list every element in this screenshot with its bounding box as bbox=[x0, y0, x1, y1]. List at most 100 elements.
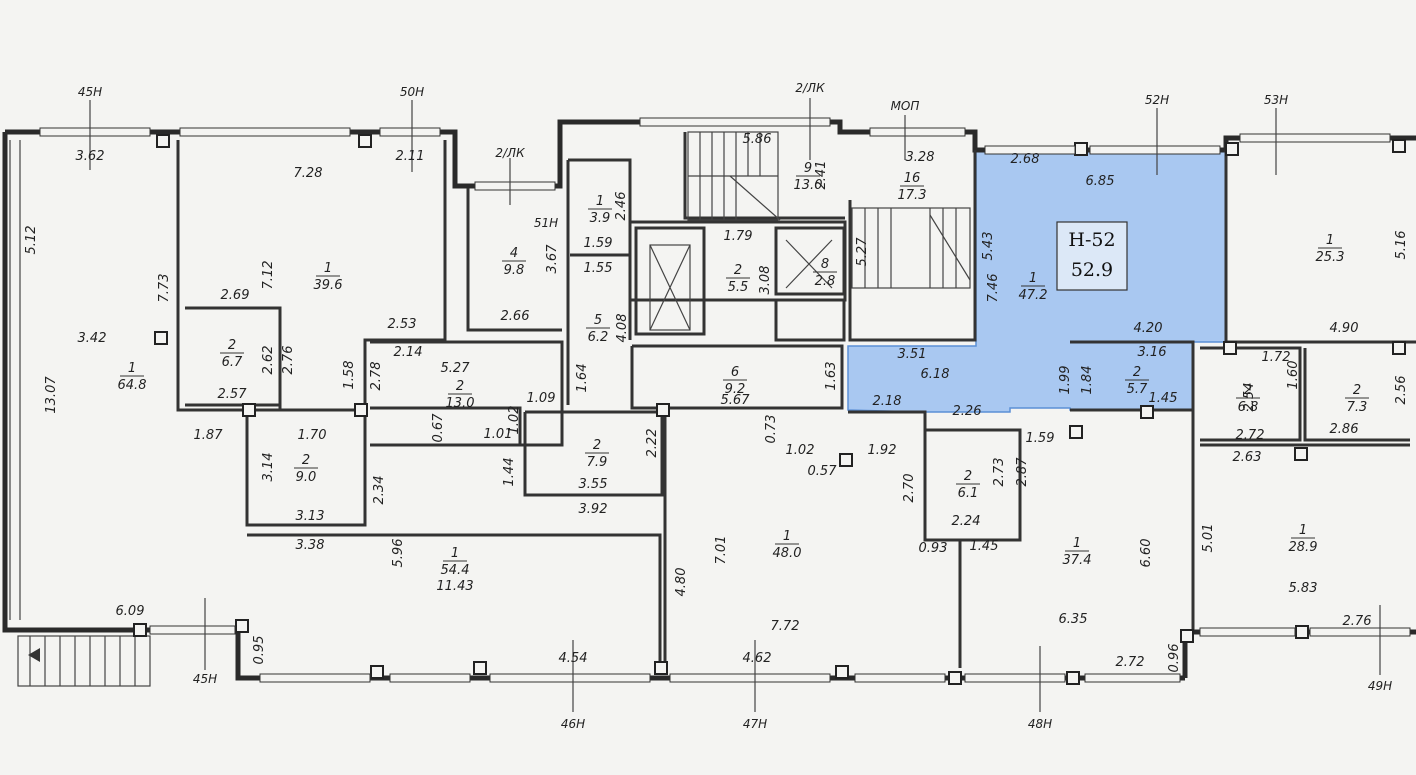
dimension-label: 1.45 bbox=[1149, 391, 1178, 406]
room-number: 1 bbox=[1073, 536, 1081, 551]
dimension-label: 5.83 bbox=[1289, 581, 1318, 596]
dimension-label: 3.28 bbox=[906, 150, 935, 165]
axis-label: 46Н bbox=[561, 717, 585, 731]
room-number: 5 bbox=[594, 313, 602, 328]
dimension-label: 2.78 bbox=[369, 362, 384, 391]
axis-label: 2/ЛК bbox=[495, 146, 525, 160]
highlighted-unit-n52[interactable] bbox=[847, 149, 1227, 413]
dimension-label: 3.16 bbox=[1138, 345, 1167, 360]
dimension-label: 6.18 bbox=[921, 367, 950, 382]
room-labels: 164.8139.626.729.049.8213.0154.413.956.2… bbox=[118, 161, 1369, 578]
room-area: 25.3 bbox=[1316, 250, 1345, 265]
axis-label: 51Н bbox=[534, 216, 558, 230]
room-number: 1 bbox=[1326, 233, 1334, 248]
room-number: 1 bbox=[596, 194, 604, 209]
dimension-label: 5.12 bbox=[24, 226, 39, 255]
dimension-label: 3.55 bbox=[579, 477, 608, 492]
axis-lines bbox=[89, 98, 1381, 712]
dimension-label: 0.95 bbox=[252, 636, 267, 665]
dimension-label: 1.02 bbox=[786, 443, 815, 458]
room-area: 47.2 bbox=[1019, 288, 1048, 303]
dimension-label: 3.51 bbox=[898, 347, 927, 362]
room-number: 2 bbox=[964, 469, 972, 484]
dimension-label: 1.59 bbox=[1026, 431, 1055, 446]
room-area: 6.8 bbox=[1238, 400, 1259, 415]
dimension-label: 2.14 bbox=[394, 345, 423, 360]
axis-label: 50Н bbox=[400, 85, 424, 99]
room-number: 2 bbox=[228, 338, 236, 353]
room-number: 2 bbox=[302, 453, 310, 468]
dimension-label: 1.92 bbox=[868, 443, 897, 458]
axis-label: 48Н bbox=[1028, 717, 1052, 731]
unit-badge bbox=[1056, 221, 1128, 291]
room-area: 28.9 bbox=[1289, 540, 1318, 555]
staircase-mop bbox=[851, 207, 971, 289]
dimension-label: 0.93 bbox=[919, 541, 948, 556]
dimension-label: 3.62 bbox=[76, 149, 105, 164]
room-number: 1 bbox=[451, 546, 459, 561]
dimension-label: 4.62 bbox=[743, 651, 772, 666]
dimension-label: 1.59 bbox=[584, 236, 613, 251]
room-number: 8 bbox=[821, 257, 829, 272]
windows bbox=[39, 117, 1411, 683]
room-area: 9.8 bbox=[504, 263, 525, 278]
dimension-label: 1.70 bbox=[298, 428, 327, 443]
dimension-label: 5.27 bbox=[855, 237, 870, 267]
room-area: 64.8 bbox=[118, 378, 147, 393]
room-number: 2 bbox=[593, 438, 601, 453]
dimension-label: 2.76 bbox=[281, 346, 296, 375]
dimension-label: 1.55 bbox=[584, 261, 613, 276]
dimension-label: 3.67 bbox=[545, 244, 560, 274]
dimension-label: 2.53 bbox=[388, 317, 417, 332]
room-area: 7.3 bbox=[1347, 400, 1368, 415]
dimension-label: 1.79 bbox=[724, 229, 753, 244]
room-area: 9.0 bbox=[296, 470, 317, 485]
room-number: 2 bbox=[1353, 383, 1361, 398]
dimension-label: 5.96 bbox=[391, 539, 406, 568]
room-area: 7.9 bbox=[587, 455, 608, 470]
columns bbox=[133, 134, 1406, 685]
dimension-label: 0.73 bbox=[764, 415, 779, 444]
dimension-label: 3.14 bbox=[261, 453, 276, 482]
room-number: 2 bbox=[734, 263, 742, 278]
dimension-label: 6.60 bbox=[1139, 539, 1154, 568]
room-number: 1 bbox=[1029, 271, 1037, 286]
dimension-label: 2.73 bbox=[992, 458, 1007, 487]
room-area: 17.3 bbox=[898, 188, 927, 203]
room-area: 6.2 bbox=[588, 330, 609, 345]
axis-label: 45Н bbox=[78, 85, 102, 99]
room-area: 39.6 bbox=[314, 278, 343, 293]
room-area: 3.9 bbox=[590, 211, 611, 226]
dimension-label: 0.57 bbox=[808, 464, 838, 479]
dimension-label: 7.72 bbox=[771, 619, 800, 634]
dimension-label: 5.27 bbox=[441, 361, 471, 376]
room-area: 2.8 bbox=[815, 274, 836, 289]
room-number: 2 bbox=[1133, 365, 1141, 380]
dimension-label: 2.34 bbox=[372, 476, 387, 505]
room-number: 1 bbox=[324, 261, 332, 276]
dimension-label: 2.22 bbox=[645, 429, 660, 458]
dimension-label: 1.72 bbox=[1262, 350, 1291, 365]
dimension-label: 2.24 bbox=[952, 514, 981, 529]
unit-badge-name: Н-52 bbox=[1068, 229, 1115, 251]
axis-label: 45Н bbox=[193, 672, 217, 686]
dimension-label: 7.12 bbox=[261, 261, 276, 290]
dimension-label: 0.96 bbox=[1167, 644, 1182, 673]
dimension-label: 5.86 bbox=[743, 132, 772, 147]
dimension-label: 3.13 bbox=[296, 509, 325, 524]
axis-label: МОП bbox=[891, 99, 920, 113]
dimension-label: 5.01 bbox=[1201, 524, 1216, 553]
room-number: 6 bbox=[731, 365, 739, 380]
dimension-label: 4.08 bbox=[615, 314, 630, 343]
dimension-label: 2.56 bbox=[1394, 376, 1409, 405]
axis-label: 2/ЛК bbox=[795, 81, 825, 95]
dimension-label: 1.09 bbox=[527, 391, 556, 406]
dimension-label: 7.28 bbox=[294, 166, 323, 181]
dimension-label: 6.35 bbox=[1059, 612, 1088, 627]
room-number: 4 bbox=[510, 246, 518, 261]
dimension-label: 1.02 bbox=[507, 406, 522, 435]
dimension-label: 2.41 bbox=[814, 161, 829, 190]
dimension-label: 5.16 bbox=[1394, 231, 1409, 260]
dimension-label: 2.54 bbox=[1242, 383, 1257, 412]
room-number: 2 bbox=[1244, 383, 1252, 398]
